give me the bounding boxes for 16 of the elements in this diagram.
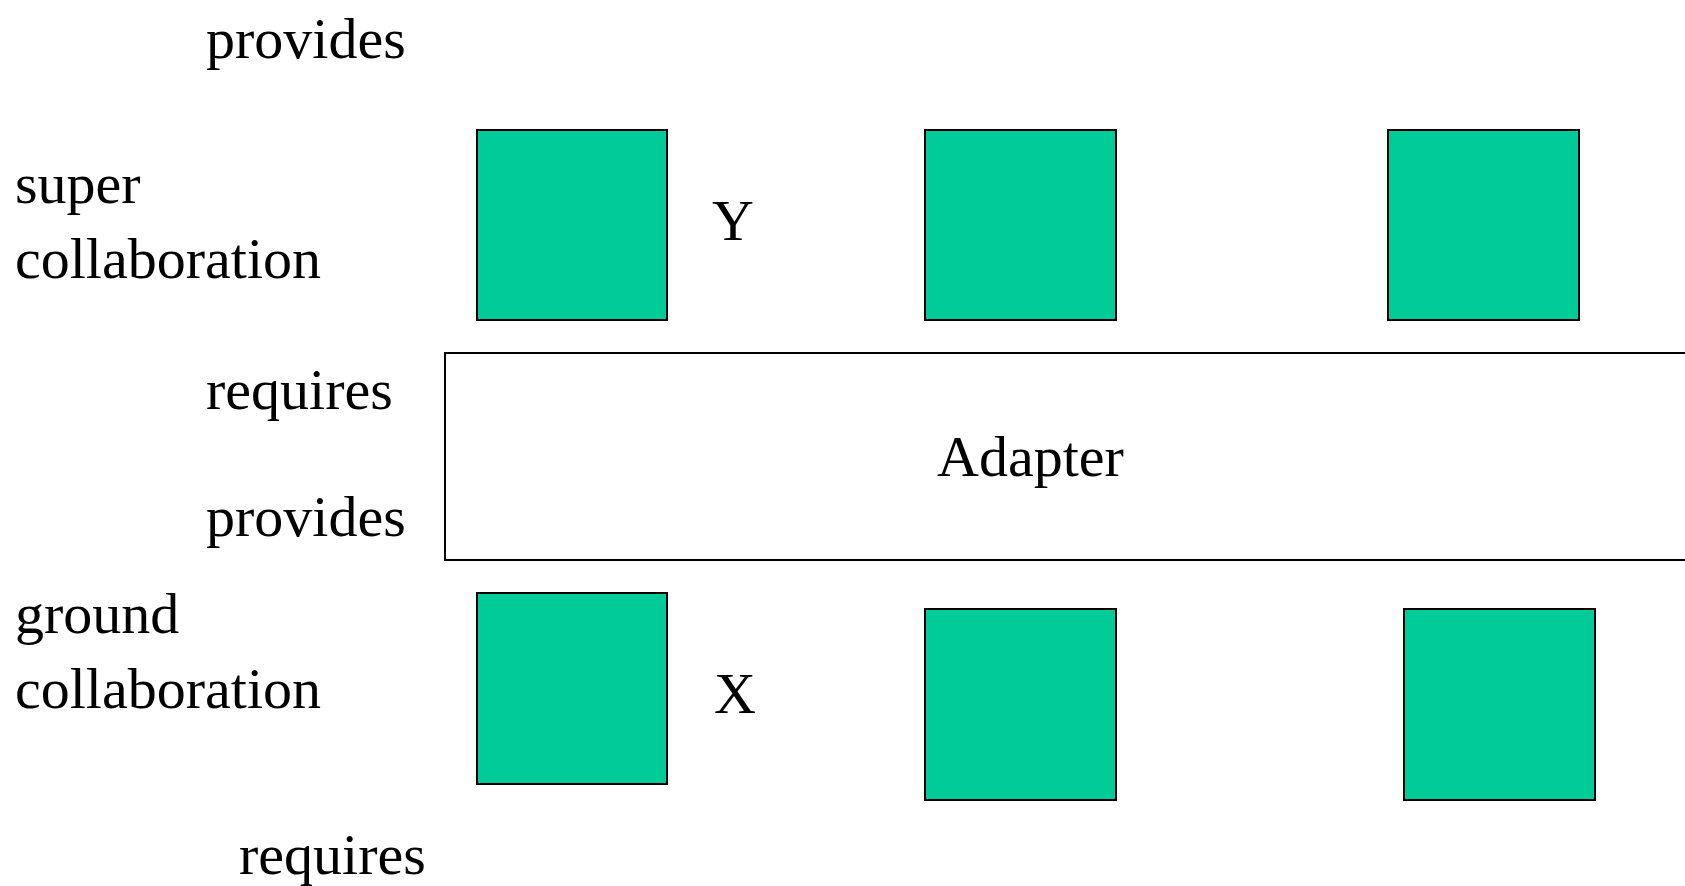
layer-label: requires: [239, 821, 427, 886]
layer-label: provides: [206, 5, 407, 73]
component-square: [476, 129, 668, 321]
box-label: Adapter: [937, 425, 1124, 488]
letter-label: X: [714, 660, 757, 728]
component-square: [1403, 608, 1596, 801]
component-square: [924, 129, 1117, 321]
letter-label: Y: [712, 187, 755, 255]
component-square: [1387, 129, 1580, 321]
layer-label: provides: [206, 483, 407, 551]
layer-label: requires: [206, 356, 394, 424]
component-square: [476, 592, 668, 785]
collaboration-label: ground collaboration: [15, 580, 322, 723]
collaboration-label: super collaboration: [15, 150, 322, 293]
adapter-box: [444, 352, 1685, 561]
component-square: [924, 608, 1117, 801]
